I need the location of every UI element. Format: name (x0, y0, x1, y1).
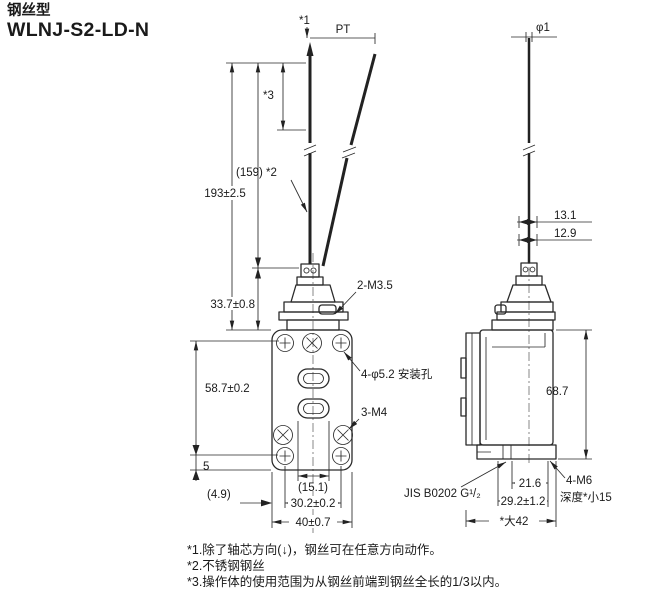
mount-holes-label: 4-φ5.2 安装孔 (361, 367, 433, 381)
head-height-dim: 33.7±0.8 (210, 299, 255, 311)
cover-plate (465, 332, 481, 446)
switch-head-side (491, 262, 556, 331)
pretravel-dim-line (310, 33, 376, 44)
head-screws-label: 2-M3.5 (357, 280, 393, 292)
pretravel-label: PT (336, 24, 351, 36)
oval-slots (297, 368, 330, 419)
conduit-label: JIS B0202 G¹/₂ (404, 488, 481, 500)
head-screws-leader (334, 291, 357, 315)
front-bottom-extensions (271, 421, 353, 528)
conduit-leader (460, 461, 507, 488)
switch-body-side (460, 329, 554, 446)
offset-a-dim: 13.1 (554, 210, 576, 222)
body-height-dim: 58.7±0.2 (205, 383, 250, 395)
switch-head-front (278, 263, 349, 331)
body-screws-label: 3-M4 (361, 407, 388, 419)
wire-length-leader (290, 179, 308, 213)
slot-dim: (15.1) (298, 482, 328, 494)
wire-deflected (321, 53, 377, 267)
m6-leader (549, 460, 566, 479)
wire-length-label: (159) *2 (236, 167, 277, 179)
product-type-label: 钢丝型 (7, 3, 51, 19)
model-number: WLNJ-S2-LD-N (7, 18, 150, 41)
front-view: *1 PT 193±2.5 33.7±0.8 *3 (159) *2 (190, 15, 433, 533)
conduit-offset-dim: 29.2±1.2 (501, 496, 546, 508)
bottom-flange (476, 444, 557, 460)
depth-max-dim: *大42 (500, 514, 529, 528)
width-dim: 40±0.7 (295, 517, 330, 529)
footnotes: *1.除了轴芯方向(↓)，钢丝可在任意方向动作。 *2.不锈钢钢丝 *3.操作体… (187, 543, 507, 590)
mounting-holes (276, 334, 350, 465)
m6-offset-dim: 21.6 (519, 478, 541, 490)
mount-holes-leader (343, 351, 361, 372)
footnote-1: *1.除了轴芯方向(↓)，钢丝可在任意方向动作。 (187, 543, 442, 557)
hole-spacing-dim: 30.2±0.2 (291, 498, 336, 510)
body-screws-leader (348, 418, 360, 430)
wire-dia-dim-line (511, 32, 557, 42)
side-bottom-extensions (465, 461, 557, 527)
m6-depth-label: 深度*小15 (560, 490, 612, 504)
ref3-label: *3 (263, 90, 274, 102)
title-block: 钢丝型 WLNJ-S2-LD-N (7, 3, 150, 41)
wire-actuator-front (303, 42, 317, 264)
wire-dia-label: φ1 (536, 22, 550, 34)
switch-body-front (271, 329, 353, 471)
ref1-label: *1 (299, 15, 310, 27)
wire-actuator-side (522, 38, 536, 263)
offset-b-dim: 12.9 (554, 228, 576, 240)
m6-label: 4-M6 (566, 475, 592, 487)
edge-dim: (4.9) (207, 489, 231, 501)
footnote-2: *2.不锈钢钢丝 (187, 558, 265, 573)
foot-dim: 5 (203, 461, 209, 473)
front-extension-lines (190, 62, 306, 471)
m4-screws (273, 333, 353, 445)
height-dim: 68.7 (546, 386, 568, 398)
footnote-3: *3.操作体的使用范围为从钢丝前端到钢丝全长的1/3以内。 (187, 574, 508, 589)
offset-extension-ticks (518, 216, 538, 246)
total-height-dim: 193±2.5 (204, 188, 246, 200)
side-view: φ1 13.1 12.9 (404, 22, 612, 528)
